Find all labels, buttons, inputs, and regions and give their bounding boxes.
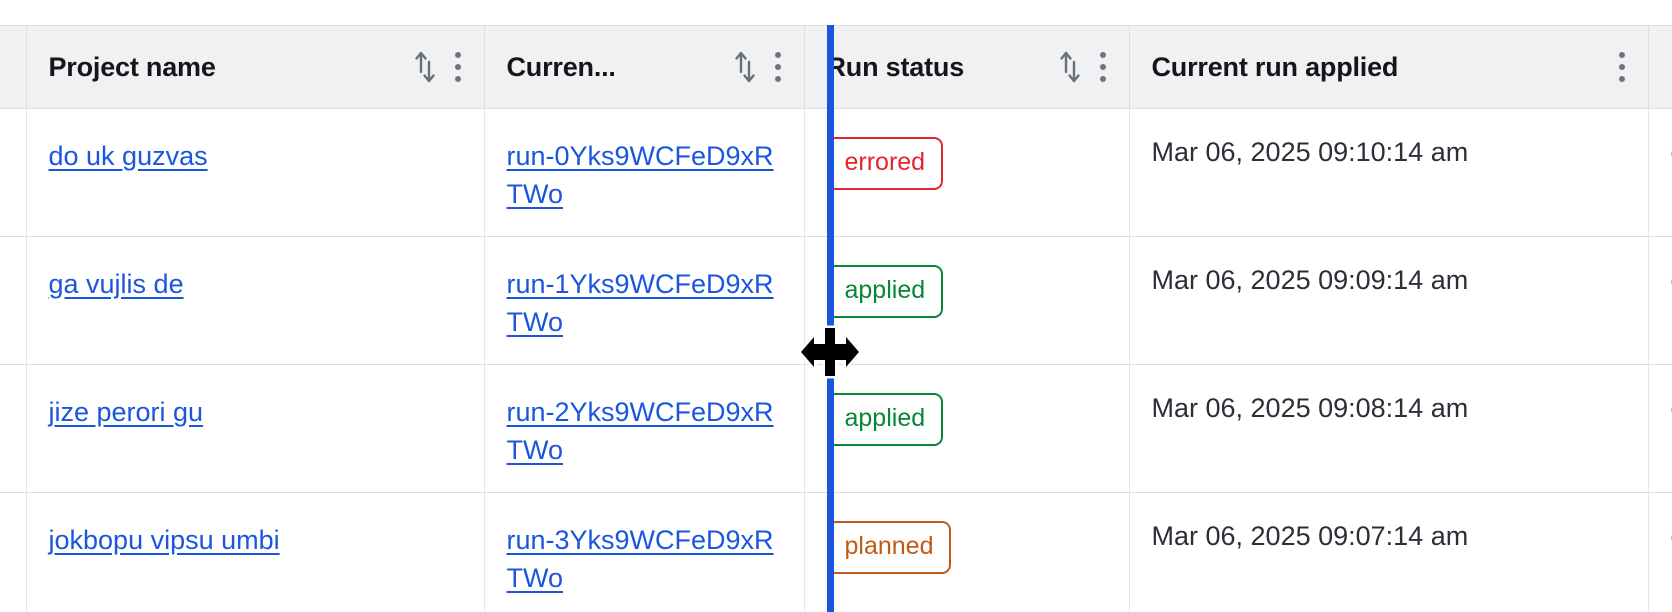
kebab-menu-icon[interactable] — [774, 52, 782, 82]
cell-project: ga vujlis de — [26, 236, 485, 365]
current-run-link[interactable]: run-3Yks9WCFeD9xRTWo — [506, 525, 774, 594]
project-name-link[interactable]: jize perori gu — [48, 397, 204, 427]
status-badge: applied — [826, 265, 944, 318]
status-badge: planned — [826, 521, 952, 574]
kebab-menu-icon[interactable] — [454, 52, 462, 82]
cell-run_status: errored — [804, 108, 1130, 237]
cell-applied: Mar 06, 2025 09:10:14 am — [1129, 108, 1649, 237]
column-header-applied[interactable]: Current run applied — [1129, 25, 1649, 109]
cell-current_run: run-0Yks9WCFeD9xRTWo — [484, 108, 805, 237]
table-row[interactable]: do uk guzvas run-0Yks9WCFeD9xRTWo errored M… — [0, 108, 1672, 237]
column-header-label-run_status: Run status — [826, 51, 965, 82]
vcs-repo-text: e — [1671, 393, 1672, 423]
column-header-select[interactable] — [0, 25, 27, 109]
project-name-link[interactable]: jokbopu vipsu umbi — [48, 525, 280, 555]
applied-timestamp: Mar 06, 2025 09:10:14 am — [1151, 137, 1469, 167]
cell-applied: Mar 06, 2025 09:07:14 am — [1129, 492, 1649, 612]
current-run-link[interactable]: run-2Yks9WCFeD9xRTWo — [506, 397, 774, 466]
cell-vcs: e — [1648, 364, 1672, 493]
projects-data-table: Project name Curren... Run status Current r… — [0, 25, 1672, 612]
sort-arrows-icon[interactable] — [1057, 50, 1083, 84]
cell-select — [0, 364, 27, 493]
table-row[interactable]: jokbopu vipsu umbi run-3Yks9WCFeD9xRTWo pl… — [0, 492, 1672, 612]
column-header-label-applied: Current run applied — [1151, 51, 1399, 82]
column-header-label-current_run: Curren... — [506, 51, 616, 82]
cell-run_status: applied — [804, 364, 1130, 493]
table-row[interactable]: jize perori gu run-2Yks9WCFeD9xRTWo applie… — [0, 364, 1672, 493]
column-header-project[interactable]: Project name — [26, 25, 485, 109]
cell-select — [0, 108, 27, 237]
table-header: Project name Curren... Run status Current r… — [0, 25, 1672, 109]
current-run-link[interactable]: run-1Yks9WCFeD9xRTWo — [506, 269, 774, 338]
cell-select — [0, 492, 27, 612]
cell-current_run: run-3Yks9WCFeD9xRTWo — [484, 492, 805, 612]
project-name-link[interactable]: do uk guzvas — [48, 141, 208, 171]
cell-vcs: e — [1648, 108, 1672, 237]
kebab-menu-icon[interactable] — [1099, 52, 1107, 82]
cell-select — [0, 236, 27, 365]
status-badge: errored — [826, 137, 944, 190]
column-header-run_status[interactable]: Run status — [804, 25, 1130, 109]
table-row[interactable]: ga vujlis de run-1Yks9WCFeD9xRTWo applied M… — [0, 236, 1672, 365]
cell-project: jize perori gu — [26, 364, 485, 493]
table-header-row: Project name Curren... Run status Current r… — [0, 25, 1672, 109]
applied-timestamp: Mar 06, 2025 09:09:14 am — [1151, 265, 1469, 295]
applied-timestamp: Mar 06, 2025 09:08:14 am — [1151, 393, 1469, 423]
page-top-strip — [0, 0, 1672, 25]
vcs-repo-text: e — [1671, 521, 1672, 551]
column-header-vcs[interactable] — [1648, 25, 1672, 109]
cell-current_run: run-2Yks9WCFeD9xRTWo — [484, 364, 805, 493]
cell-run_status: planned — [804, 492, 1130, 612]
cell-vcs: e — [1648, 236, 1672, 365]
current-run-link[interactable]: run-0Yks9WCFeD9xRTWo — [506, 141, 774, 210]
column-header-label-project: Project name — [48, 51, 216, 82]
cell-project: jokbopu vipsu umbi — [26, 492, 485, 612]
vcs-repo-text: e — [1671, 137, 1672, 167]
cell-applied: Mar 06, 2025 09:09:14 am — [1129, 236, 1649, 365]
cell-vcs: e — [1648, 492, 1672, 612]
status-badge: applied — [826, 393, 944, 446]
vcs-repo-text: e — [1671, 265, 1672, 295]
sort-arrows-icon[interactable] — [732, 50, 758, 84]
column-header-current_run[interactable]: Curren... — [484, 25, 805, 109]
project-name-link[interactable]: ga vujlis de — [48, 269, 184, 299]
sort-arrows-icon[interactable] — [412, 50, 438, 84]
cell-run_status: applied — [804, 236, 1130, 365]
applied-timestamp: Mar 06, 2025 09:07:14 am — [1151, 521, 1469, 551]
cell-applied: Mar 06, 2025 09:08:14 am — [1129, 364, 1649, 493]
kebab-menu-icon[interactable] — [1618, 52, 1626, 82]
cell-current_run: run-1Yks9WCFeD9xRTWo — [484, 236, 805, 365]
cell-project: do uk guzvas — [26, 108, 485, 237]
